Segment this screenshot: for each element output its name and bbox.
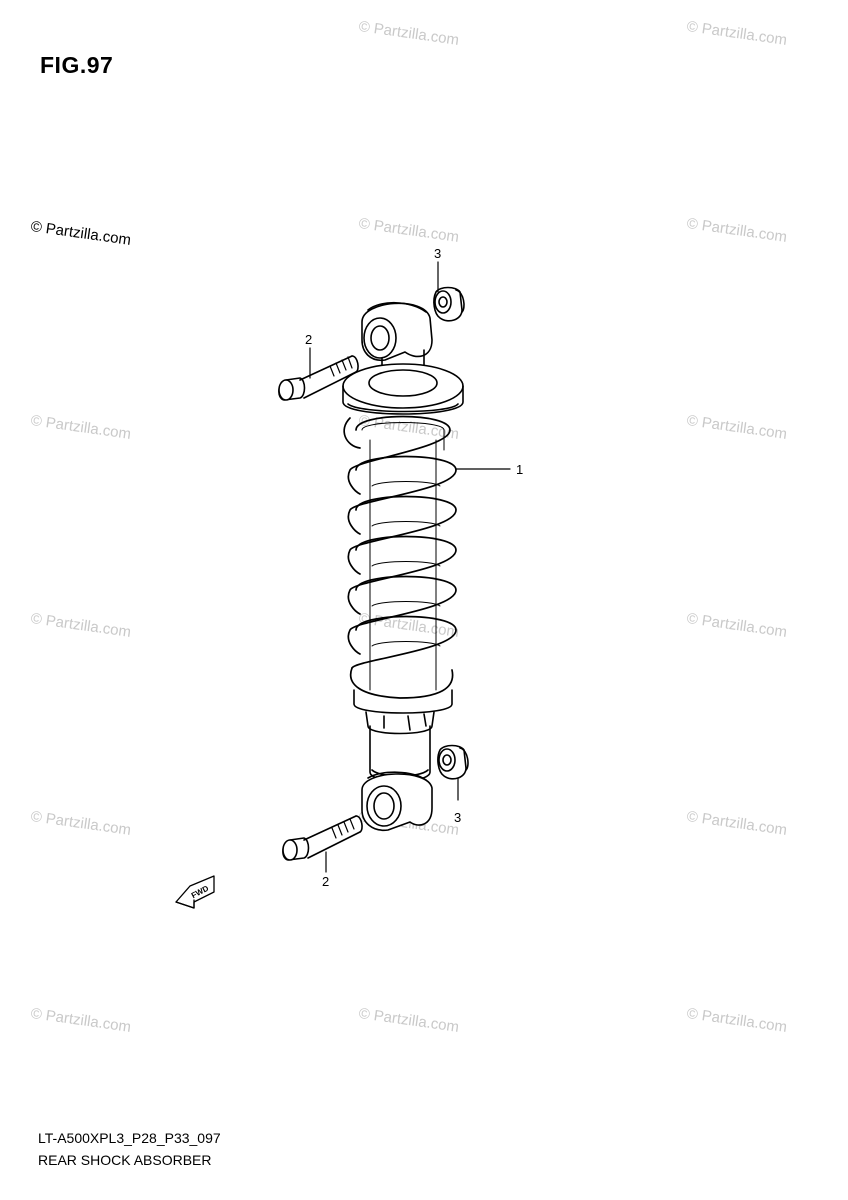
diagram-name: REAR SHOCK ABSORBER	[38, 1152, 212, 1168]
lower-spring-seat	[353, 689, 453, 735]
leader-lines	[309, 261, 511, 873]
callout-3-upper[interactable]: 3	[434, 246, 441, 261]
figure-title: FIG.97	[40, 52, 114, 78]
upper-mounting-bolt[interactable]	[278, 355, 359, 401]
callout-2-upper[interactable]: 2	[305, 332, 312, 347]
rear-shock-absorber[interactable]	[342, 301, 464, 832]
fwd-direction-arrow: FWD	[175, 875, 215, 909]
upper-bushing[interactable]	[433, 286, 465, 322]
coil-spring	[343, 415, 457, 699]
callout-2-lower[interactable]: 2	[322, 874, 329, 889]
lower-mount-eye	[361, 771, 433, 832]
diagram-code: LT-A500XPL3_P28_P33_097	[38, 1130, 221, 1146]
upper-mount-eye	[361, 301, 433, 362]
lower-mounting-bolt[interactable]	[282, 815, 363, 861]
lower-bushing[interactable]	[437, 744, 469, 780]
upper-spring-seat	[342, 363, 464, 415]
callout-3-lower[interactable]: 3	[454, 810, 461, 825]
callout-1[interactable]: 1	[516, 462, 523, 477]
